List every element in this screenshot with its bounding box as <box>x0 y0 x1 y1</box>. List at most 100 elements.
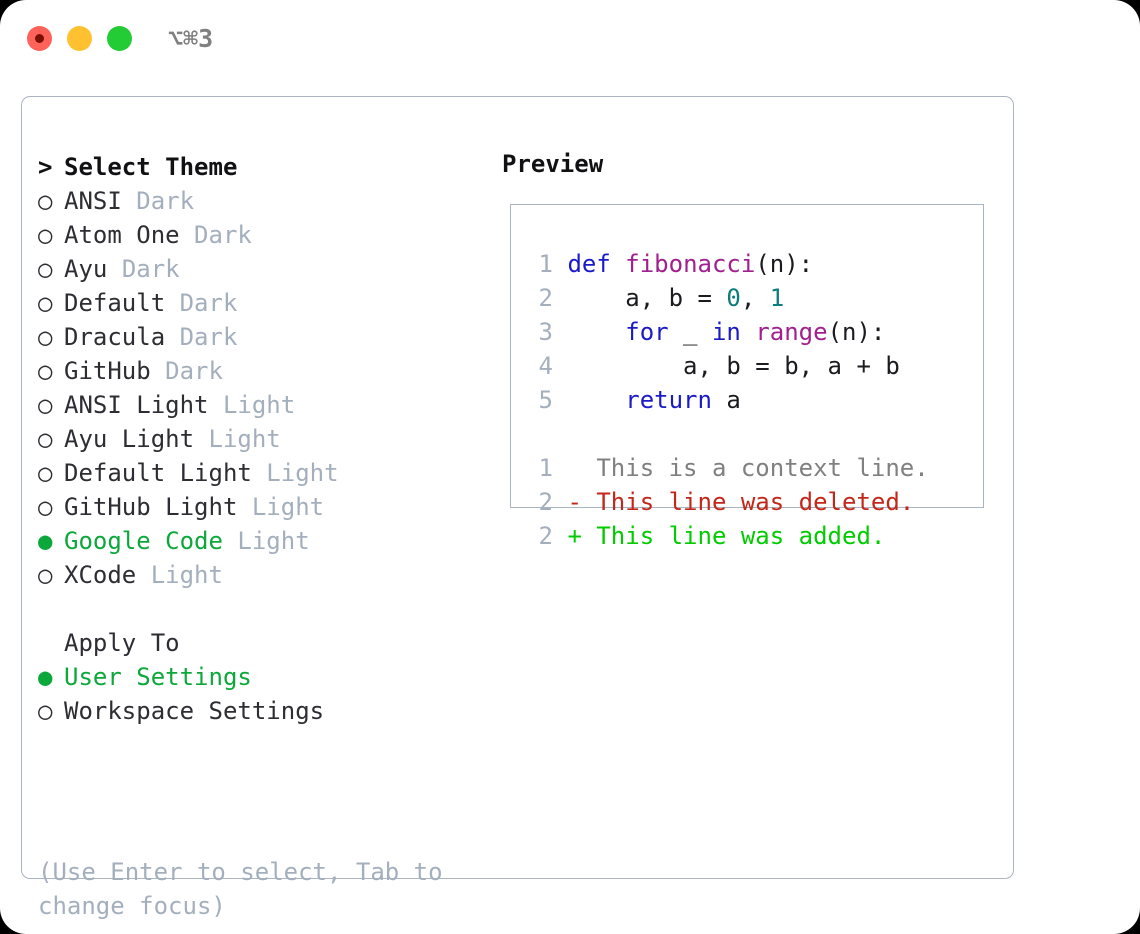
code-token: return <box>625 386 712 414</box>
theme-variant-tag: Light <box>251 493 325 521</box>
diff-gutter-space <box>553 522 567 550</box>
minimize-window-button[interactable] <box>67 26 92 51</box>
select-theme-header: >Select Theme <box>38 150 488 184</box>
radio-unselected-icon: ○ <box>38 357 53 385</box>
code-diff-spacer <box>531 417 977 451</box>
diff-line: 2 - This line was deleted. <box>531 485 977 519</box>
code-token: for <box>625 318 669 346</box>
line-number: 1 <box>538 250 553 278</box>
theme-variant-tag: Light <box>266 459 339 487</box>
apply-to-list: ●User Settings ○ Workspace Settings <box>38 660 488 728</box>
select-theme-header-label: Select Theme <box>64 153 238 181</box>
apply-to-option[interactable]: ●User Settings <box>38 660 488 694</box>
radio-unselected-icon: ○ <box>38 459 53 487</box>
theme-variant-tag: Light <box>222 391 296 419</box>
radio-unselected-icon: ○ <box>38 391 53 419</box>
theme-name-tag-separator <box>165 323 179 351</box>
section-spacer <box>38 592 488 626</box>
code-line: 5 return a <box>531 383 977 417</box>
diff-text: This line was deleted. <box>596 488 915 516</box>
theme-variant-tag: Dark <box>165 357 223 385</box>
theme-list-item[interactable]: ○GitHub Light Light <box>38 490 488 524</box>
apply-to-option[interactable]: ○ Workspace Settings <box>38 694 488 728</box>
radio-unselected-icon: ○ <box>38 561 53 589</box>
theme-list-item[interactable]: ○ANSI Dark <box>38 184 488 218</box>
line-number: 4 <box>538 352 553 380</box>
theme-name-label: Default Light <box>64 459 252 487</box>
diff-text: This is a context line. <box>596 454 929 482</box>
radio-unselected-icon: ○ <box>38 221 53 249</box>
close-icon <box>35 34 44 43</box>
diff-block: 1 This is a context line.2 - This line w… <box>531 451 977 553</box>
keyboard-hint-text: (Use Enter to select, Tab to change focu… <box>38 858 458 920</box>
radio-unselected-icon: ○ <box>38 323 53 351</box>
code-token: , <box>740 284 770 312</box>
code-token: 0 <box>726 284 741 312</box>
apply-to-option-label: Workspace Settings <box>64 697 325 725</box>
title-bar: ⌥⌘3 <box>0 0 1140 78</box>
diff-line: 2 + This line was added. <box>531 519 977 553</box>
radio-unselected-icon: ○ <box>38 187 53 215</box>
code-token <box>611 250 625 278</box>
theme-list-item[interactable]: ○ Default Light Light <box>38 456 488 490</box>
theme-name-tag-separator <box>136 561 150 589</box>
theme-list-item[interactable]: ○Atom One Dark <box>38 218 488 252</box>
radio-unselected-icon: ○ <box>38 289 53 317</box>
theme-name-label: Ayu Light <box>64 425 195 453</box>
code-token: a <box>711 386 741 414</box>
theme-list-item[interactable]: ○Ayu Dark <box>38 252 488 286</box>
apply-to-header-label: Apply To <box>64 629 180 657</box>
theme-variant-tag: Dark <box>179 323 238 351</box>
theme-name-label: Ayu <box>64 255 108 283</box>
line-number-gutter-space <box>553 284 567 312</box>
theme-name-tag-separator <box>237 493 251 521</box>
diff-sign <box>567 454 596 482</box>
theme-list-item[interactable]: ○ Ayu Light Light <box>38 422 488 456</box>
radio-unselected-icon: ○ <box>38 425 53 453</box>
diff-gutter-space <box>553 488 567 516</box>
radio-selected-icon: ● <box>38 663 53 691</box>
theme-list-item[interactable]: ○ GitHub Dark <box>38 354 488 388</box>
radio-unselected-icon: ○ <box>38 493 53 521</box>
line-number-gutter-space <box>553 250 567 278</box>
theme-list-item[interactable]: ○Default Dark <box>38 286 488 320</box>
theme-name-tag-separator <box>252 459 266 487</box>
radio-unselected-icon: ○ <box>38 697 53 725</box>
theme-variant-tag: Dark <box>194 221 252 249</box>
code-token: (n): <box>755 250 814 278</box>
code-token: range <box>755 318 828 346</box>
theme-variant-tag: Dark <box>179 289 238 317</box>
theme-list-item[interactable]: ○ Dracula Dark <box>38 320 488 354</box>
code-line: 4 a, b = b, a + b <box>531 349 977 383</box>
code-token <box>567 318 625 346</box>
apply-to-header: Apply To <box>38 626 488 660</box>
diff-line: 1 This is a context line. <box>531 451 977 485</box>
code-token: _ <box>668 318 712 346</box>
apply-to-indent <box>38 626 64 660</box>
theme-name-label: Google Code <box>64 527 223 555</box>
diff-text: This line was added. <box>596 522 886 550</box>
theme-name-tag-separator <box>165 289 179 317</box>
theme-name-label: Dracula <box>64 323 166 351</box>
keyboard-shortcut-label: ⌥⌘3 <box>168 24 214 53</box>
line-number: 2 <box>538 284 553 312</box>
theme-list-item[interactable]: ●Google Code Light <box>38 524 488 558</box>
maximize-window-button[interactable] <box>107 26 132 51</box>
theme-list-item[interactable]: ○ANSI Light Light <box>38 388 488 422</box>
theme-list-item[interactable]: ○XCode Light <box>38 558 488 592</box>
line-number: 2 <box>538 522 553 550</box>
line-number: 2 <box>538 488 553 516</box>
diff-sign: - <box>567 488 597 516</box>
theme-name-label: GitHub <box>64 357 151 385</box>
theme-name-tag-separator <box>151 357 165 385</box>
theme-name-tag-separator <box>209 391 223 419</box>
theme-variant-tag: Light <box>208 425 281 453</box>
code-token: in <box>711 318 741 346</box>
theme-variant-tag: Dark <box>121 255 180 283</box>
code-token: 1 <box>769 284 785 312</box>
code-token: (n): <box>827 318 886 346</box>
line-number: 1 <box>538 454 553 482</box>
